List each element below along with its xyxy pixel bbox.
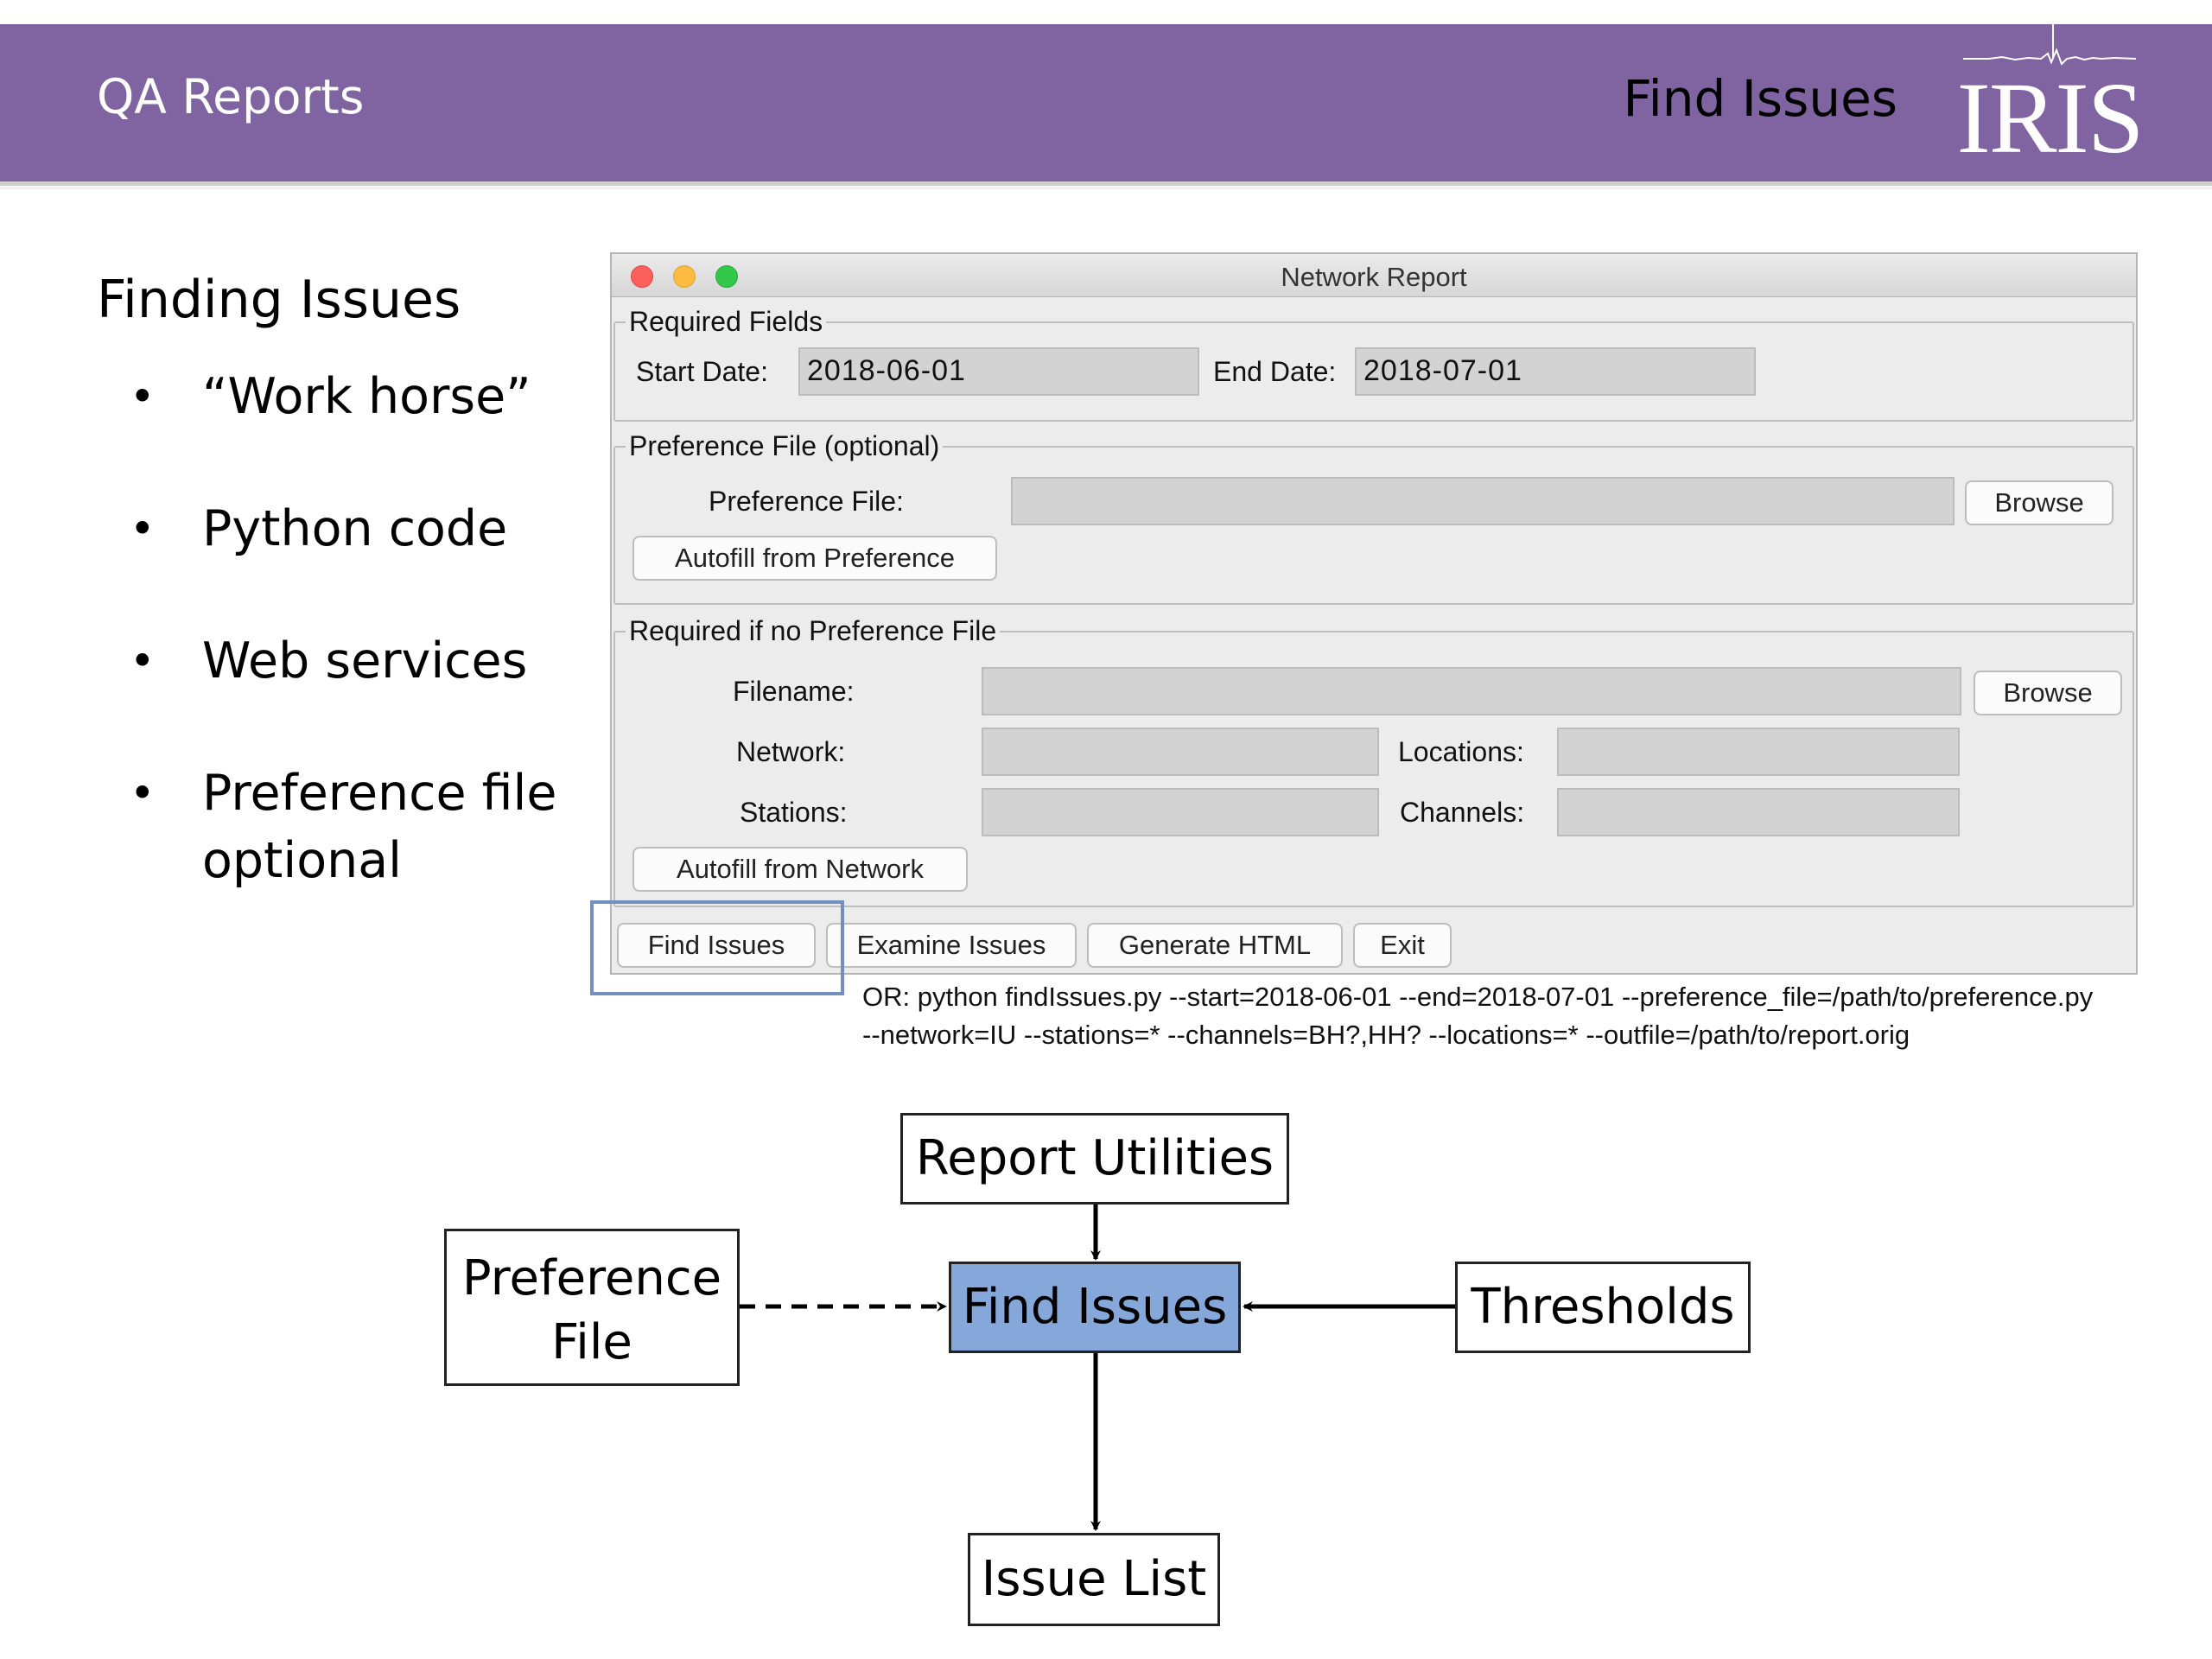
bullet-item: Preference file optional [130,760,596,894]
seismogram-icon [1963,24,2137,66]
end-date-label: End Date: [1213,356,1337,387]
locations-field[interactable] [1557,728,1960,776]
start-date-field[interactable]: 2018-06-01 [798,347,1199,396]
command-line-2: --network=IU --stations=* --channels=BH?… [862,1020,1910,1050]
stations-label: Stations: [740,797,848,828]
filename-browse-button[interactable]: Browse [1974,671,2122,715]
header-divider-light [0,187,2212,189]
minimize-icon[interactable] [673,265,696,288]
exit-button[interactable]: Exit [1353,923,1452,968]
preference-file-box-line2: File [551,1314,632,1370]
bullet-item: Web services [130,627,596,695]
preference-file-group: Preference File (optional) Preference Fi… [613,430,2134,605]
filename-field[interactable] [982,667,1961,715]
required-fields-group: Required Fields Start Date: 2018-06-01 E… [613,306,2134,422]
start-date-label: Start Date: [636,356,768,387]
preference-file-box-line1: Preference [461,1250,722,1306]
preference-file-field[interactable] [1011,477,1955,525]
preference-file-legend: Preference File (optional) [626,430,944,461]
command-line-1: OR: python findIssues.py --start=2018-06… [862,982,2094,1012]
close-icon[interactable] [631,265,653,288]
autofill-from-preference-button[interactable]: Autofill from Preference [632,536,997,581]
report-utilities-box: Report Utilities [900,1113,1289,1205]
channels-label: Channels: [1400,797,1525,828]
iris-logo: IRIS [1955,19,2145,175]
preference-file-label: Preference File: [709,486,904,517]
channels-field[interactable] [1557,788,1960,836]
generate-html-button[interactable]: Generate HTML [1087,923,1343,968]
header-band [0,24,2212,181]
no-preference-legend: Required if no Preference File [626,615,1001,646]
command-line-text: OR: python findIssues.py --start=2018-06… [862,978,2093,1054]
section-title: Finding Issues [97,270,461,330]
examine-issues-button[interactable]: Examine Issues [826,923,1077,968]
maximize-icon[interactable] [715,265,738,288]
header-left-title: QA Reports [97,69,365,124]
window-title: Network Report [1281,262,1467,292]
issue-list-box: Issue List [968,1533,1220,1626]
no-preference-group: Required if no Preference File Filename:… [613,615,2134,907]
find-issues-highlight [590,900,844,995]
header-divider [0,181,2212,186]
filename-label: Filename: [733,676,855,707]
network-label: Network: [736,736,846,767]
find-issues-box: Find Issues [949,1262,1241,1353]
preference-file-box: Preference File [444,1229,740,1386]
network-report-window: Network Report Required Fields Start Dat… [610,252,2138,975]
window-titlebar[interactable]: Network Report [612,254,2136,297]
iris-logo-text: IRIS [1956,61,2145,175]
end-date-field[interactable]: 2018-07-01 [1355,347,1756,396]
network-field[interactable] [982,728,1379,776]
bullet-item: Python code [130,495,596,563]
find-issues-button[interactable]: Find Issues [617,923,816,968]
thresholds-box: Thresholds [1455,1262,1751,1353]
bullet-item: “Work horse” [130,363,596,430]
stations-field[interactable] [982,788,1379,836]
header-right-title: Find Issues [1623,69,1897,128]
preference-browse-button[interactable]: Browse [1965,480,2113,525]
autofill-from-network-button[interactable]: Autofill from Network [632,847,968,892]
locations-label: Locations: [1398,736,1524,767]
bullet-list: “Work horse” Python code Web services Pr… [130,363,596,894]
required-fields-legend: Required Fields [626,306,827,337]
